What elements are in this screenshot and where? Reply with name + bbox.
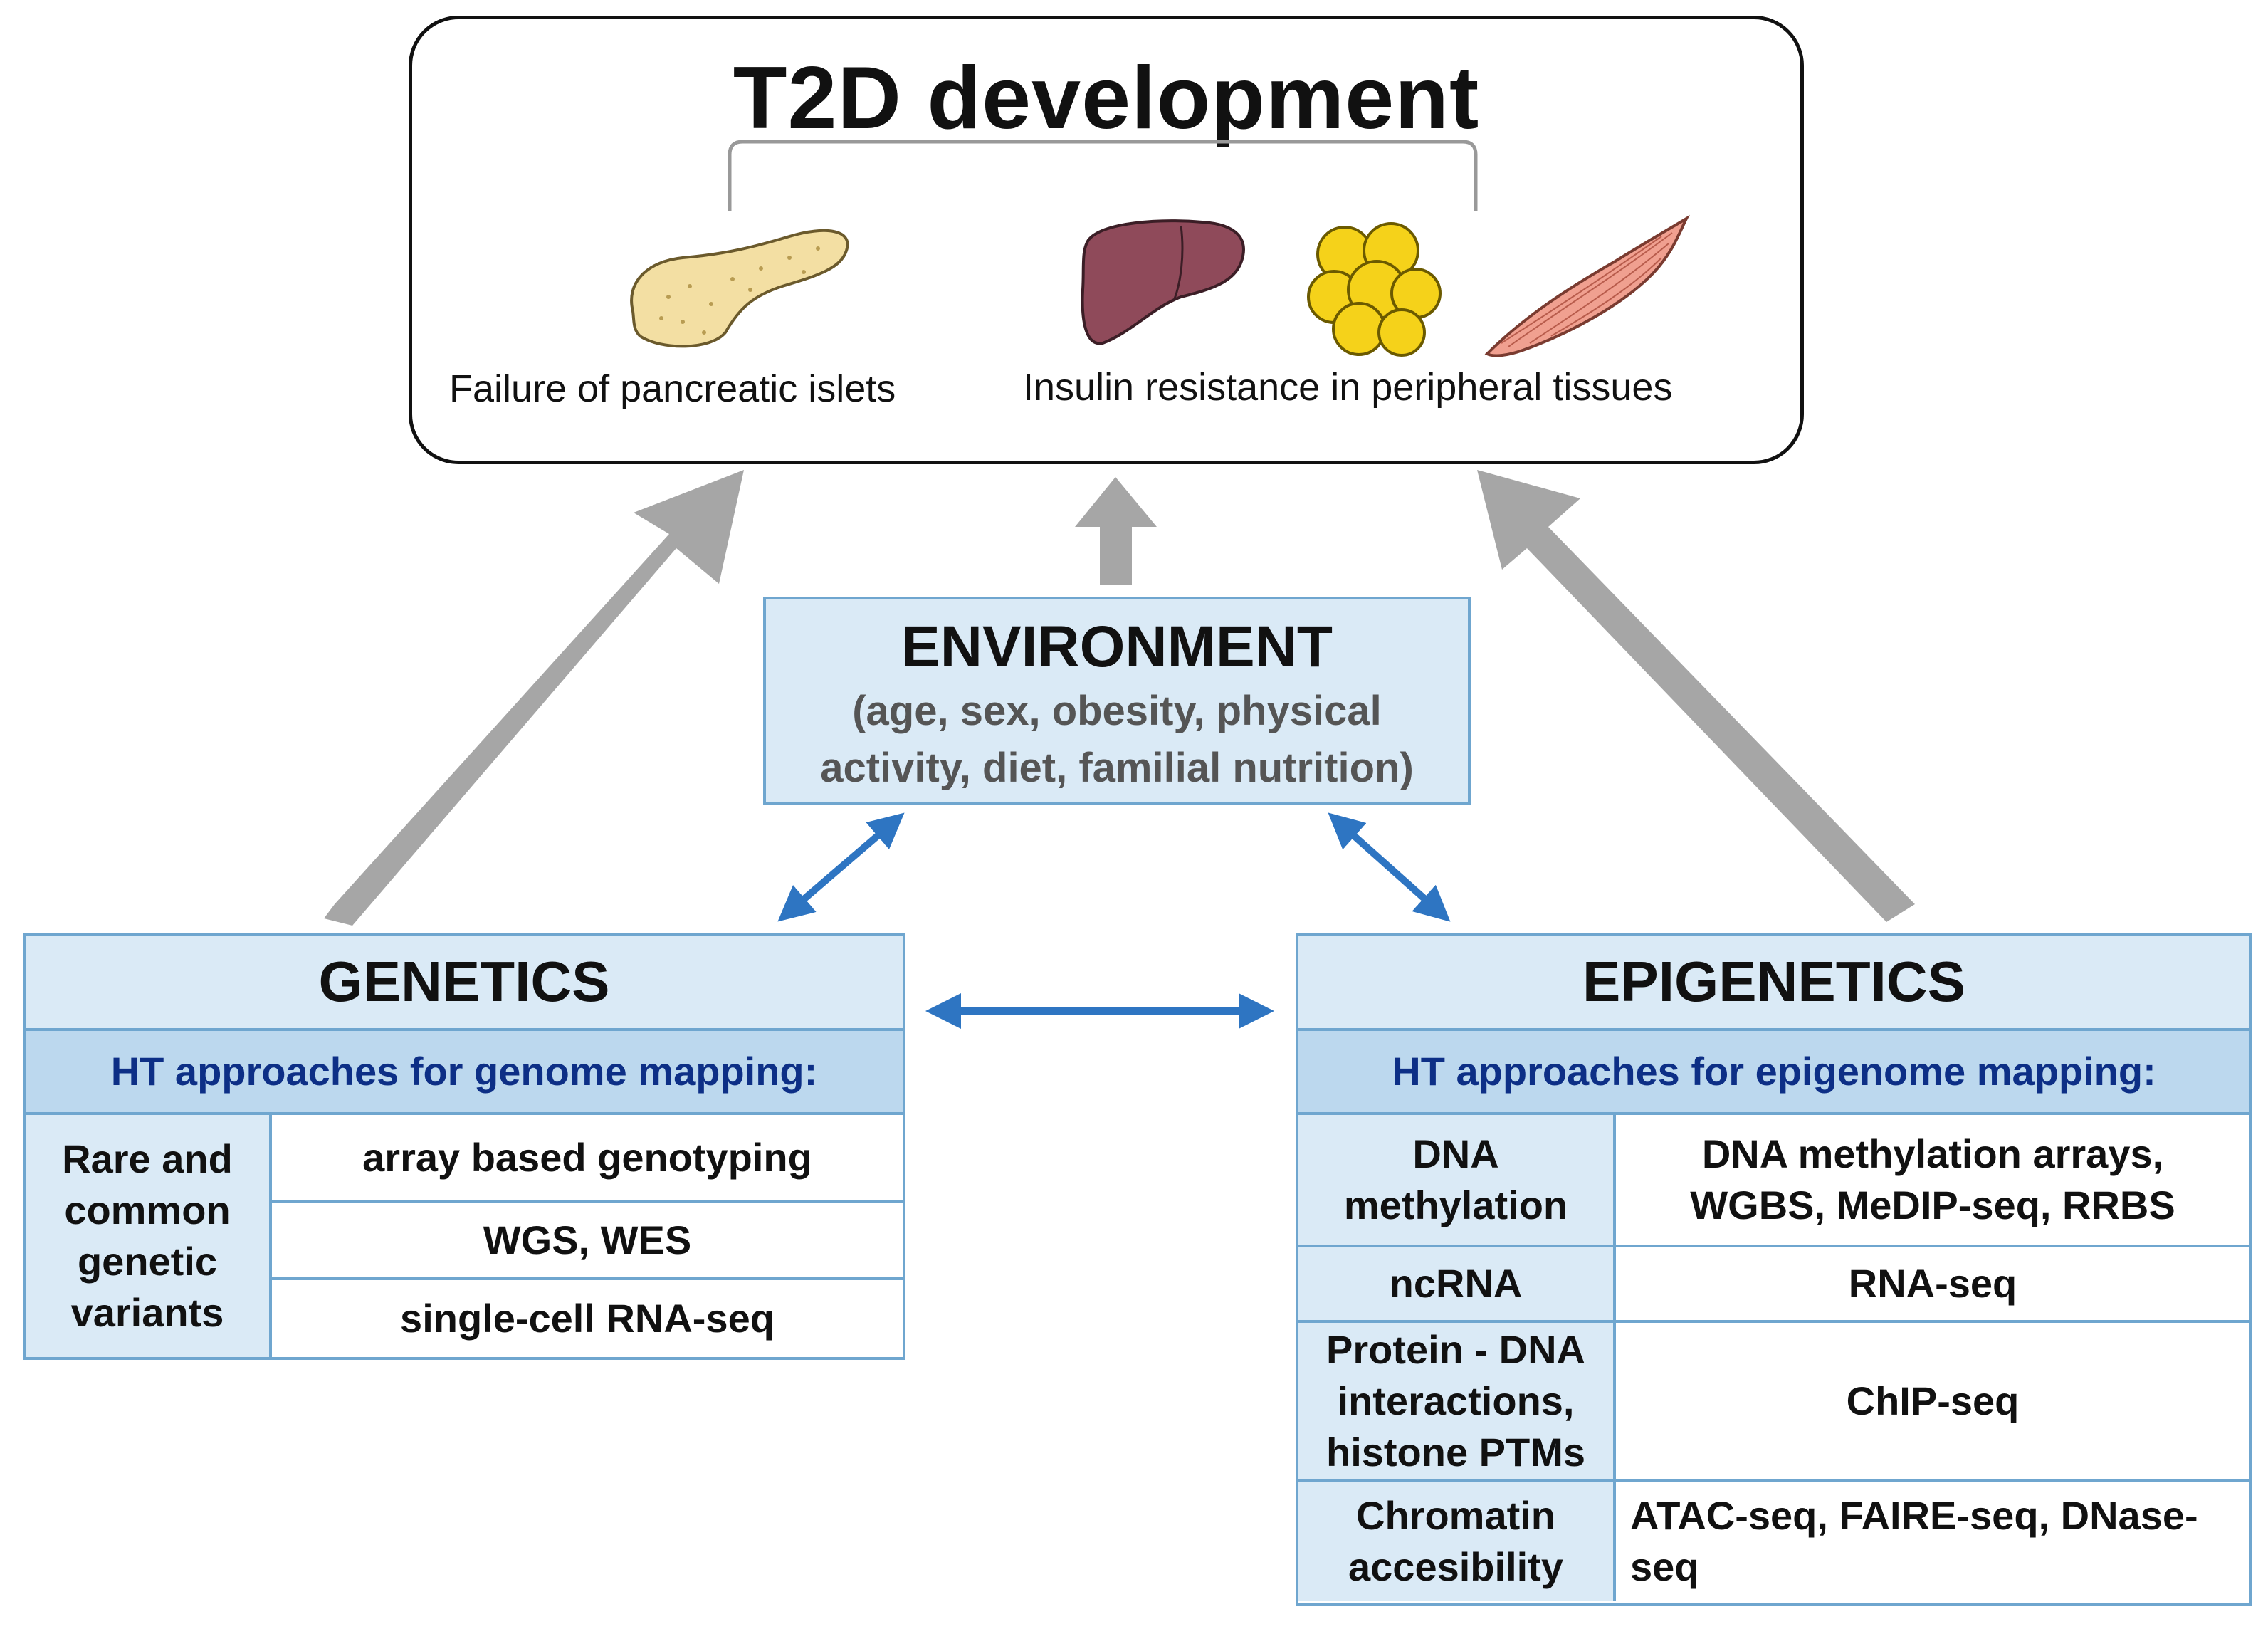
environment-factors-line-2: activity, diet, familial nutrition) bbox=[820, 745, 1414, 791]
t2d-development-box: T2D development bbox=[409, 16, 1804, 464]
epigenetics-category-line: methylation bbox=[1343, 1183, 1568, 1227]
blue-arrow-environment-genetics bbox=[777, 812, 905, 922]
muscle-icon bbox=[1484, 214, 1690, 357]
epigenetics-category-cell: Chromatin accesibility bbox=[1298, 1482, 1613, 1601]
pancreas-icon bbox=[630, 229, 849, 348]
epigenetics-subtitle: HT approaches for epigenome mapping: bbox=[1298, 1031, 2249, 1115]
epigenetics-method-cell: RNA-seq bbox=[1616, 1247, 2249, 1320]
epigenetics-category-line: DNA bbox=[1412, 1131, 1499, 1176]
epigenetics-category-cell: ncRNA bbox=[1298, 1247, 1613, 1320]
epigenetics-method-line: WGBS, MeDIP-seq, RRBS bbox=[1690, 1183, 2175, 1227]
epigenetics-method-line: seq bbox=[1630, 1544, 1699, 1589]
diagram-title: T2D development bbox=[733, 49, 1480, 147]
genetics-table: Rare and common genetic variants array b… bbox=[26, 1115, 903, 1357]
genetics-panel: GENETICS HT approaches for genome mappin… bbox=[23, 933, 905, 1360]
environment-factors-line-1: (age, sex, obesity, physical bbox=[852, 688, 1382, 734]
gray-arrow-genetics-to-t2d bbox=[324, 470, 744, 926]
epigenetics-title: EPIGENETICS bbox=[1298, 936, 2249, 1031]
genetics-method-cell: single-cell RNA-seq bbox=[272, 1280, 903, 1357]
caption-pancreatic-islets: Failure of pancreatic islets bbox=[449, 367, 896, 410]
epigenetics-category-line: accesibility bbox=[1348, 1544, 1563, 1589]
organ-bracket bbox=[728, 140, 1478, 211]
epigenetics-category-line: Chromatin bbox=[1356, 1493, 1555, 1538]
genetics-title: GENETICS bbox=[26, 936, 903, 1031]
caption-insulin-resistance: Insulin resistance in peripheral tissues bbox=[1023, 366, 1673, 409]
genetics-category-line: genetic bbox=[77, 1239, 218, 1284]
genetics-method-cell: WGS, WES bbox=[272, 1203, 903, 1277]
genetics-category-line: Rare and bbox=[62, 1136, 233, 1181]
adipose-tissue-icon bbox=[1307, 222, 1442, 357]
gray-arrow-epigenetics-to-t2d bbox=[1477, 470, 1915, 922]
liver-icon bbox=[1081, 219, 1245, 345]
environment-box: ENVIRONMENT (age, sex, obesity, physical… bbox=[763, 597, 1471, 805]
epigenetics-category-line: interactions, bbox=[1337, 1378, 1575, 1423]
environment-title: ENVIRONMENT bbox=[901, 614, 1333, 679]
genetics-category-line: common bbox=[64, 1188, 231, 1232]
epigenetics-method-line: ATAC-seq, FAIRE-seq, DNase- bbox=[1630, 1493, 2198, 1538]
epigenetics-category-line: histone PTMs bbox=[1325, 1430, 1586, 1475]
genetics-category-line: variants bbox=[70, 1290, 224, 1335]
blue-arrow-environment-epigenetics bbox=[1328, 812, 1451, 922]
gray-arrow-environment-to-t2d bbox=[1075, 477, 1157, 585]
epigenetics-method-line: DNA methylation arrays, bbox=[1701, 1131, 2164, 1176]
epigenetics-method-cell: ChIP-seq bbox=[1616, 1323, 2249, 1479]
epigenetics-panel: EPIGENETICS HT approaches for epigenome … bbox=[1296, 933, 2252, 1606]
genetics-category-cell: Rare and common genetic variants bbox=[26, 1115, 269, 1357]
epigenetics-table: DNA methylation DNA methylation arrays, … bbox=[1298, 1115, 2249, 1603]
genetics-method-cell: array based genotyping bbox=[272, 1115, 903, 1200]
epigenetics-method-cell: DNA methylation arrays, WGBS, MeDIP-seq,… bbox=[1616, 1115, 2249, 1245]
epigenetics-method-cell: ATAC-seq, FAIRE-seq, DNase- seq bbox=[1616, 1482, 2249, 1601]
epigenetics-category-cell: Protein - DNA interactions, histone PTMs bbox=[1298, 1323, 1613, 1479]
genetics-subtitle: HT approaches for genome mapping: bbox=[26, 1031, 903, 1115]
epigenetics-category-cell: DNA methylation bbox=[1298, 1115, 1613, 1245]
epigenetics-category-line: Protein - DNA bbox=[1326, 1327, 1585, 1372]
